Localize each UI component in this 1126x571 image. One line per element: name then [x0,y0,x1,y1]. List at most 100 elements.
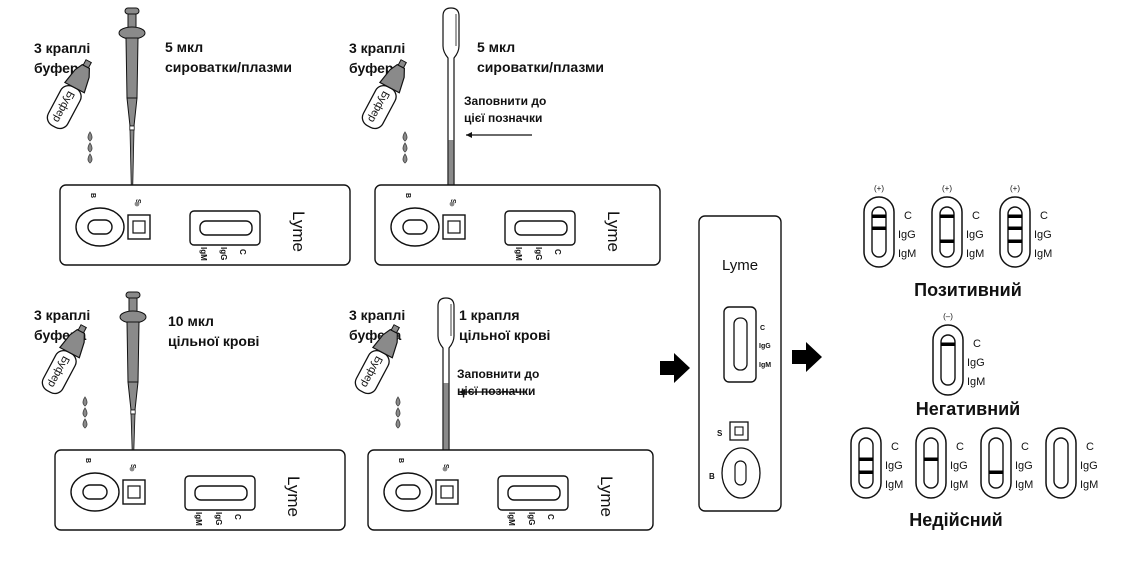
igg-label: IgG [527,512,536,525]
buffer-instruction-line: 3 краплі [34,40,90,56]
pipette-tip [129,129,135,194]
sample-instruction-line: 1 крапля [459,307,520,323]
igg-label: IgG [534,247,543,260]
igg-label: IgG [885,460,903,472]
igg-label: IgG [219,247,228,260]
sample-drop [134,201,140,207]
igm-band [940,239,954,243]
igm-label: IgM [898,248,916,260]
dropper-sample-fill [443,383,449,458]
igm-label: IgM [1015,479,1033,491]
cassette-name: Lyme [604,211,623,252]
strip-inner [988,437,1004,489]
arrow-to-results-icon [792,342,822,372]
sample-instruction-line: 5 мкл [165,39,203,55]
well-s-label: S [442,464,449,469]
bottle-cap [371,328,398,359]
igm-label: IgM [759,362,771,369]
buffer-drop [87,153,93,164]
c-label: C [553,249,562,255]
c-label: C [973,338,981,350]
result-strip [507,485,561,501]
bottle-cap [63,63,90,94]
c-band [941,342,955,346]
igg-label: IgG [950,460,968,472]
buffer-drop [402,131,408,142]
c-label: C [891,441,899,453]
arrow-head [466,132,472,138]
negative-title: Негативний [916,399,1020,419]
cassette-name: Lyme [284,476,303,517]
igm-label: IgM [967,376,985,388]
buffer-well-inner [87,219,113,235]
igm-label: IgM [507,512,516,526]
fill-note-line: цієї позначки [464,111,542,125]
micropipette [119,291,147,459]
c-label: C [904,210,912,222]
strip-inner [1007,206,1023,258]
arrow-to-cassette-icon [660,353,690,383]
pipette-ring [130,409,136,415]
sample-drop [442,466,448,472]
finger-flange [119,310,147,324]
igg-label: IgG [966,229,984,241]
well-b-label: B [404,193,411,198]
buffer-drop [87,131,93,142]
result-mark: (+) [1010,184,1020,193]
pipette-body [125,37,139,99]
cassette-name: Lyme [289,211,308,252]
buffer-well-inner [82,484,108,500]
fill-note-line: Заповнити до [464,94,546,108]
igm-label: IgM [199,247,208,261]
c-label: C [1021,441,1029,453]
dropper-bulb [442,7,460,194]
pipette-shaft [126,97,138,127]
c-label: C [956,441,964,453]
buffer-drop [82,396,88,407]
plunger-cap [125,291,141,299]
positive-title: Позитивний [914,280,1022,300]
well-b-label: B [709,472,715,481]
igm-label: IgM [966,248,984,260]
buffer-drop [402,153,408,164]
sample-well-inner [447,220,461,234]
strip-inner [871,206,887,258]
bottle-nozzle [390,324,400,334]
strip-inner [1053,437,1069,489]
igm-band [989,470,1003,474]
bottle-nozzle [397,59,407,69]
fill-mark-arrow [466,132,532,138]
micropipette [118,7,146,194]
igm-band [859,470,873,474]
sample-instruction-line: сироватки/плазми [477,59,604,75]
buffer-well-inner [395,484,421,500]
sample-drop [449,201,455,207]
buffer-drop [402,142,408,153]
c-label: C [972,210,980,222]
sample-instruction-line: цільної крові [168,333,259,349]
fill-note-line: цієї позначки [457,384,535,398]
bottle-cap [378,63,405,94]
result-mark: (+) [874,184,884,193]
pipette-shaft [127,381,139,411]
well-s-label: S [129,464,136,469]
sample-well-inner [132,220,146,234]
arrow-head [459,389,465,395]
igm-label: IgM [1034,248,1052,260]
buffer-well-inner [734,460,747,486]
igg-label: IgG [898,229,916,241]
igm-label: IgM [194,512,203,526]
